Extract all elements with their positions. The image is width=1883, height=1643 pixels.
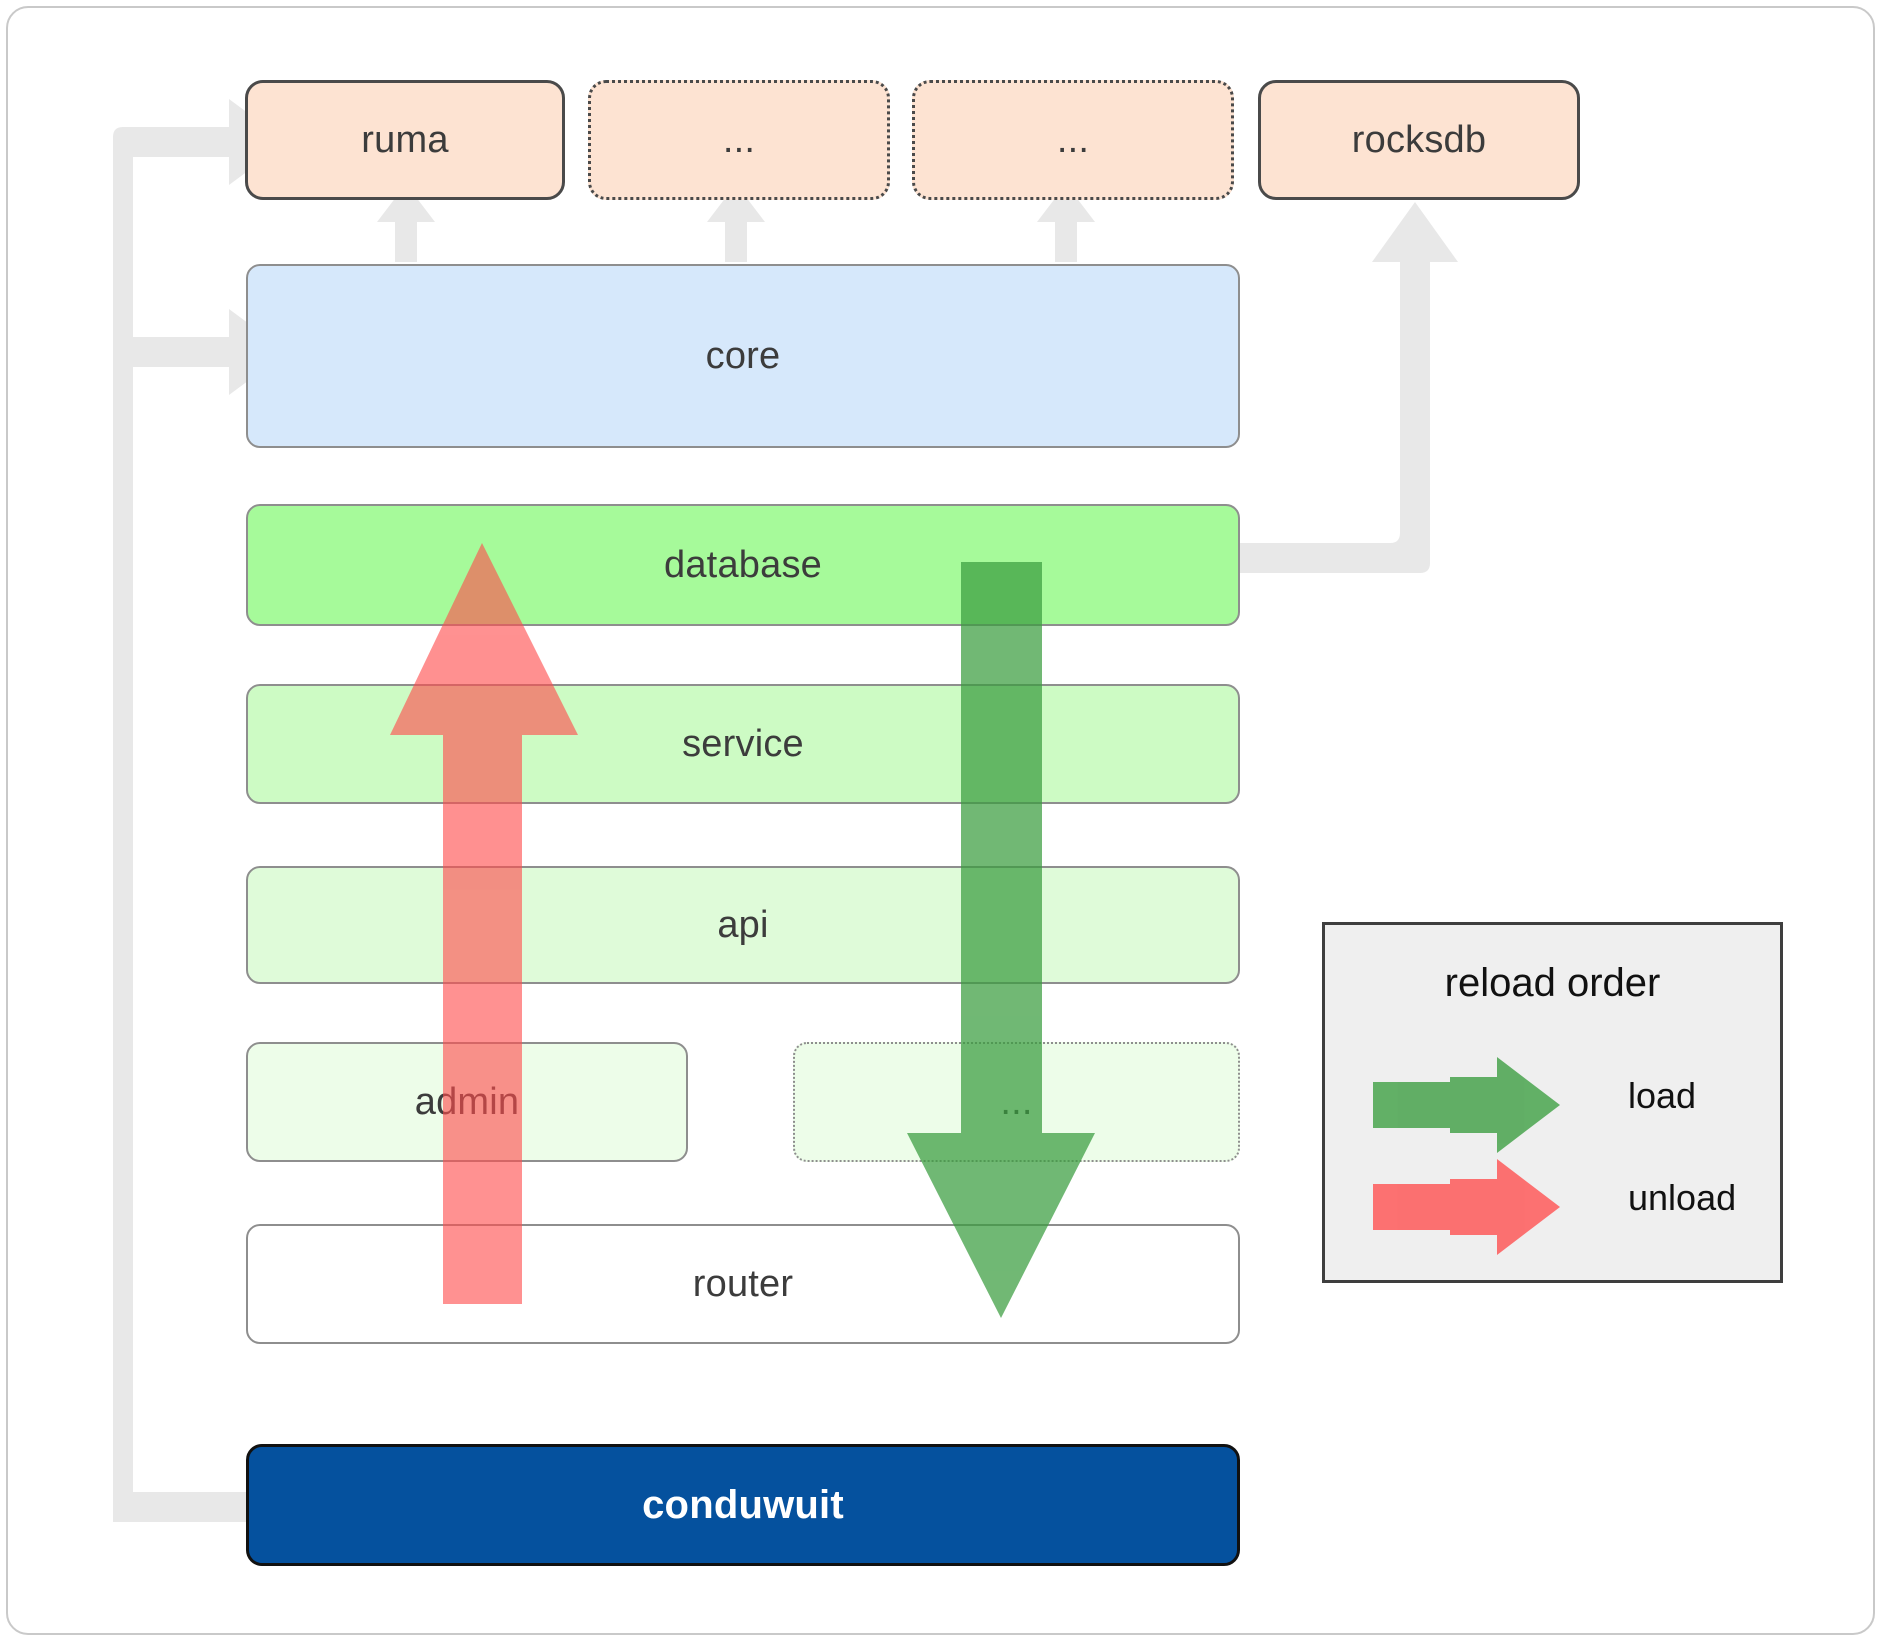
node-layer-placeholder[interactable]: ... <box>793 1042 1240 1162</box>
legend-unload-arrow-icon <box>1373 1159 1560 1255</box>
node-label: ... <box>1056 118 1090 161</box>
node-label: core <box>705 334 781 377</box>
diagram-frame <box>6 6 1875 1635</box>
node-rocksdb[interactable]: rocksdb <box>1258 80 1580 200</box>
node-api[interactable]: api <box>246 866 1240 984</box>
node-label: api <box>717 903 769 946</box>
legend-load-label: load <box>1628 1075 1697 1116</box>
node-admin[interactable]: admin <box>246 1042 688 1162</box>
node-label: ruma <box>361 118 449 161</box>
node-conduwuit[interactable]: conduwuit <box>246 1444 1240 1566</box>
node-ruma[interactable]: ruma <box>245 80 565 200</box>
node-label: service <box>682 722 804 765</box>
node-dep-placeholder-2[interactable]: ... <box>912 80 1234 200</box>
legend-load-arrow-icon <box>1373 1057 1560 1153</box>
node-service[interactable]: service <box>246 684 1240 804</box>
node-database[interactable]: database <box>246 504 1240 626</box>
node-label: rocksdb <box>1351 118 1487 161</box>
legend-unload-label: unload <box>1628 1177 1737 1218</box>
node-label: admin <box>414 1080 520 1123</box>
legend-panel: reload order load unload <box>1322 922 1783 1283</box>
node-router[interactable]: router <box>246 1224 1240 1344</box>
node-label: database <box>664 543 822 586</box>
node-label: ... <box>1000 1080 1033 1123</box>
legend-title: reload order <box>1444 961 1661 1005</box>
node-label: ... <box>722 118 756 161</box>
node-core[interactable]: core <box>246 264 1240 448</box>
node-dep-placeholder-1[interactable]: ... <box>588 80 890 200</box>
node-label: router <box>692 1262 794 1305</box>
node-label: conduwuit <box>642 1482 844 1527</box>
